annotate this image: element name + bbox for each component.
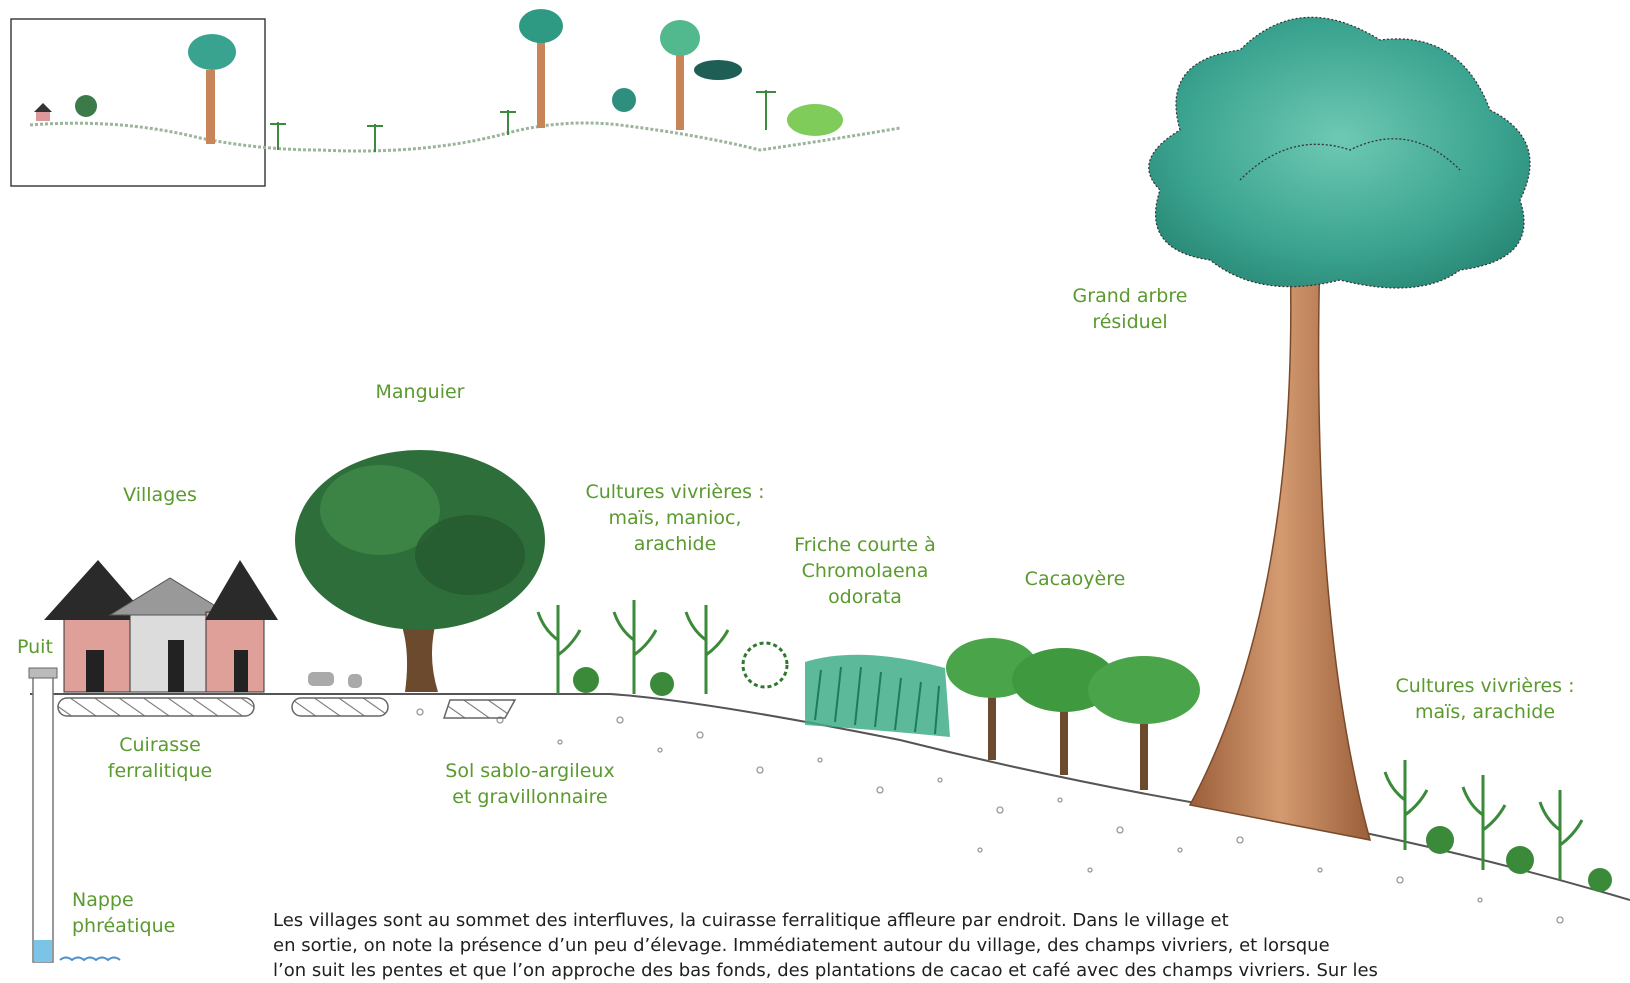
label-cultures-vivrieres-1: Cultures vivrières :maïs, manioc,arachid… bbox=[585, 481, 765, 555]
label-puit: Puit bbox=[17, 636, 53, 658]
house-left-roof bbox=[44, 560, 150, 620]
caption-line-3: l’on suit les pentes et que l’on approch… bbox=[273, 960, 1378, 981]
overview-hut-roof bbox=[34, 103, 52, 112]
label-cultures-vivrieres-2: Cultures vivrières :maïs, arachide bbox=[1395, 675, 1575, 723]
house-left-door bbox=[86, 650, 104, 692]
cocoa-trunk-2 bbox=[1060, 705, 1068, 775]
gravel-dots bbox=[416, 708, 1564, 924]
groundnut-3 bbox=[1426, 826, 1454, 854]
cocoa-trunk-1 bbox=[988, 690, 996, 760]
village-houses bbox=[44, 560, 362, 693]
house-right-roof bbox=[205, 560, 278, 620]
caption-line-2: en sortie, on note la présence d’un peu … bbox=[273, 935, 1330, 956]
water-table-line bbox=[59, 956, 121, 962]
food-crops-2 bbox=[1383, 760, 1584, 880]
overview-tree-3-canopy bbox=[660, 20, 700, 56]
label-cacaoyere: Cacaoyère bbox=[1024, 568, 1126, 590]
groundnut-2 bbox=[650, 672, 674, 696]
friche-patch bbox=[805, 654, 950, 737]
food-crops-1 bbox=[536, 600, 730, 694]
cuirasse-block-1 bbox=[57, 697, 255, 717]
caption-line-1: Les villages sont au sommet des interflu… bbox=[273, 910, 1229, 931]
house-center-door bbox=[168, 640, 184, 692]
goat-1 bbox=[308, 672, 334, 686]
cassava-shrub bbox=[741, 641, 789, 689]
groundnut-1 bbox=[573, 667, 599, 693]
big-residual-tree bbox=[1148, 16, 1531, 841]
overview-shrub bbox=[612, 88, 636, 112]
label-manguier: Manguier bbox=[375, 381, 465, 403]
well-water bbox=[34, 940, 52, 962]
overview-tree-2-canopy bbox=[519, 9, 563, 43]
goat-2 bbox=[348, 674, 362, 688]
cocoa-plantation bbox=[946, 638, 1200, 790]
caption-text: Les villages sont au sommet des interflu… bbox=[273, 908, 1378, 983]
overview-tree-2-trunk bbox=[537, 40, 545, 128]
overview-big-tree-canopy bbox=[188, 34, 236, 70]
overview-panel bbox=[10, 9, 901, 187]
overview-tree-3-trunk bbox=[676, 50, 684, 130]
mango-tree bbox=[295, 450, 545, 692]
overview-hut bbox=[36, 111, 50, 121]
mango-trunk bbox=[395, 610, 440, 692]
house-center-roof bbox=[108, 577, 232, 616]
well-shaft bbox=[32, 671, 54, 963]
cuirasse-block-2 bbox=[291, 697, 389, 717]
cocoa-trunk-3 bbox=[1140, 720, 1148, 790]
overview-fern bbox=[787, 104, 843, 136]
house-right-door bbox=[234, 650, 248, 692]
overview-ground bbox=[29, 121, 901, 153]
well-head bbox=[28, 667, 58, 679]
overview-frame bbox=[10, 18, 266, 187]
big-tree-canopy bbox=[1148, 16, 1531, 289]
overview-palms bbox=[270, 90, 776, 152]
overview-big-tree-trunk bbox=[206, 70, 215, 144]
label-villages: Villages bbox=[123, 484, 197, 506]
cocoa-canopy-3 bbox=[1088, 656, 1200, 724]
cuirasse-block-3 bbox=[442, 699, 517, 719]
groundnut-5 bbox=[1588, 868, 1612, 892]
well bbox=[28, 667, 121, 963]
big-tree-trunk bbox=[1188, 249, 1372, 841]
ground bbox=[30, 693, 1630, 924]
overview-mango bbox=[75, 95, 97, 117]
groundnut-4 bbox=[1506, 846, 1534, 874]
ground-line bbox=[30, 693, 1630, 901]
overview-tree-4 bbox=[694, 60, 742, 80]
